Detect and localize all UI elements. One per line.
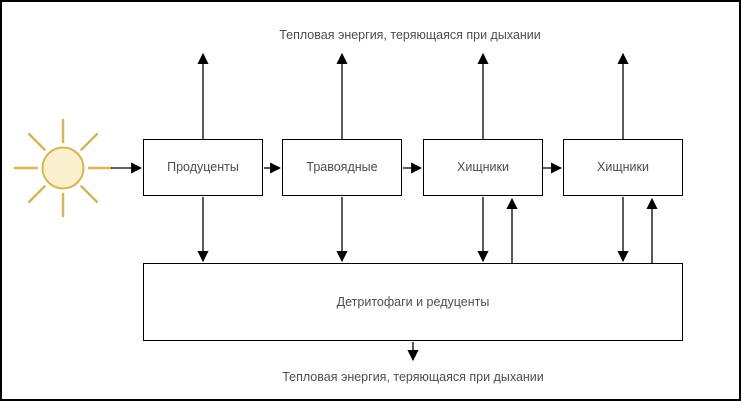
- node-decomposers: Детритофаги и редуценты: [143, 263, 683, 341]
- node-producers-label: Продуценты: [167, 160, 239, 174]
- node-predators-1: Хищники: [423, 139, 543, 196]
- bottom-caption: Тепловая энергия, теряющаяся при дыхании: [282, 370, 544, 384]
- node-herbivores: Травоядные: [282, 139, 402, 196]
- node-herbivores-label: Травоядные: [306, 160, 378, 174]
- node-predators-1-label: Хищники: [457, 160, 509, 174]
- node-decomposers-label: Детритофаги и редуценты: [336, 294, 490, 309]
- node-predators-2-label: Хищники: [597, 160, 649, 174]
- node-producers: Продуценты: [143, 139, 263, 196]
- top-caption: Тепловая энергия, теряющаяся при дыхании: [279, 28, 541, 42]
- node-predators-2: Хищники: [563, 139, 683, 196]
- sun-icon: [13, 118, 113, 218]
